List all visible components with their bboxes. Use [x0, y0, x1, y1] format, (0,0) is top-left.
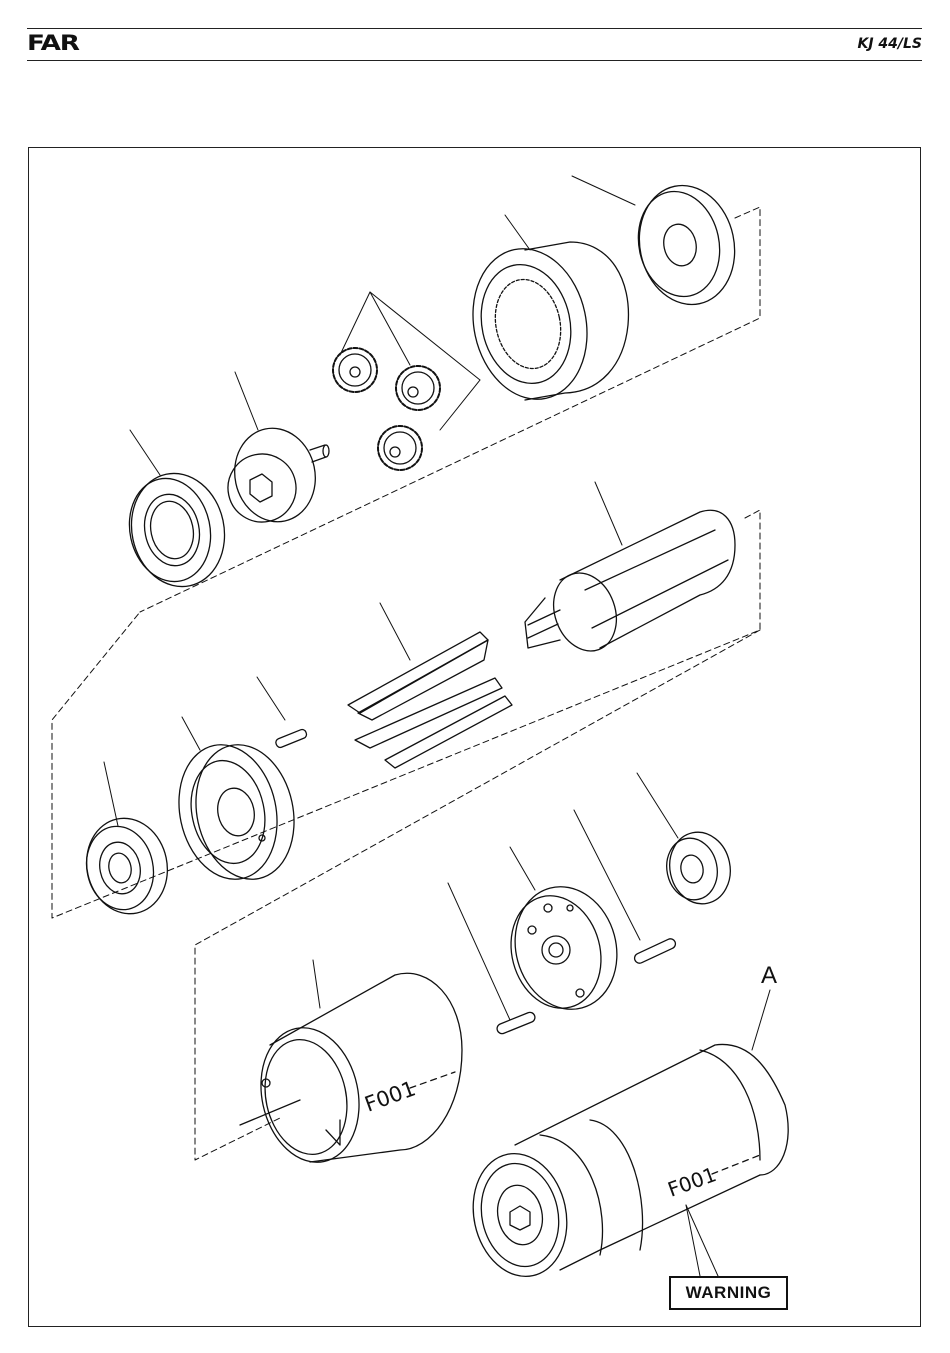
assembled-motor [462, 1044, 788, 1285]
warning-label: WARNING [669, 1276, 788, 1310]
small-ball-bearing [661, 827, 737, 910]
planet-carrier [222, 421, 329, 530]
planet-gear-1 [333, 348, 377, 392]
locating-pin-3 [496, 1011, 537, 1035]
rear-ball-bearing [78, 811, 176, 922]
front-endplate [499, 875, 631, 1021]
planet-gear-3 [378, 426, 422, 470]
locating-pin-2 [633, 937, 677, 965]
planet-gear-2 [396, 366, 440, 410]
front-ball-bearing [120, 465, 235, 596]
assembly-outline-upper [140, 207, 760, 612]
locating-pin-1 [275, 728, 308, 748]
rotor-blades [348, 632, 512, 768]
leader-lines [104, 176, 770, 1276]
rear-cylinder-cap [167, 736, 306, 889]
assembly-label-a: A [761, 962, 777, 990]
end-washer [629, 177, 746, 314]
assembly-outline-lower [195, 630, 760, 1160]
ring-gear [459, 238, 628, 410]
rotor [525, 510, 735, 660]
cylinder [240, 973, 462, 1171]
assembly-outline-middle [52, 510, 760, 918]
marking-text-1: F001 [362, 1076, 419, 1116]
marking-text-2: F001 [665, 1162, 720, 1202]
